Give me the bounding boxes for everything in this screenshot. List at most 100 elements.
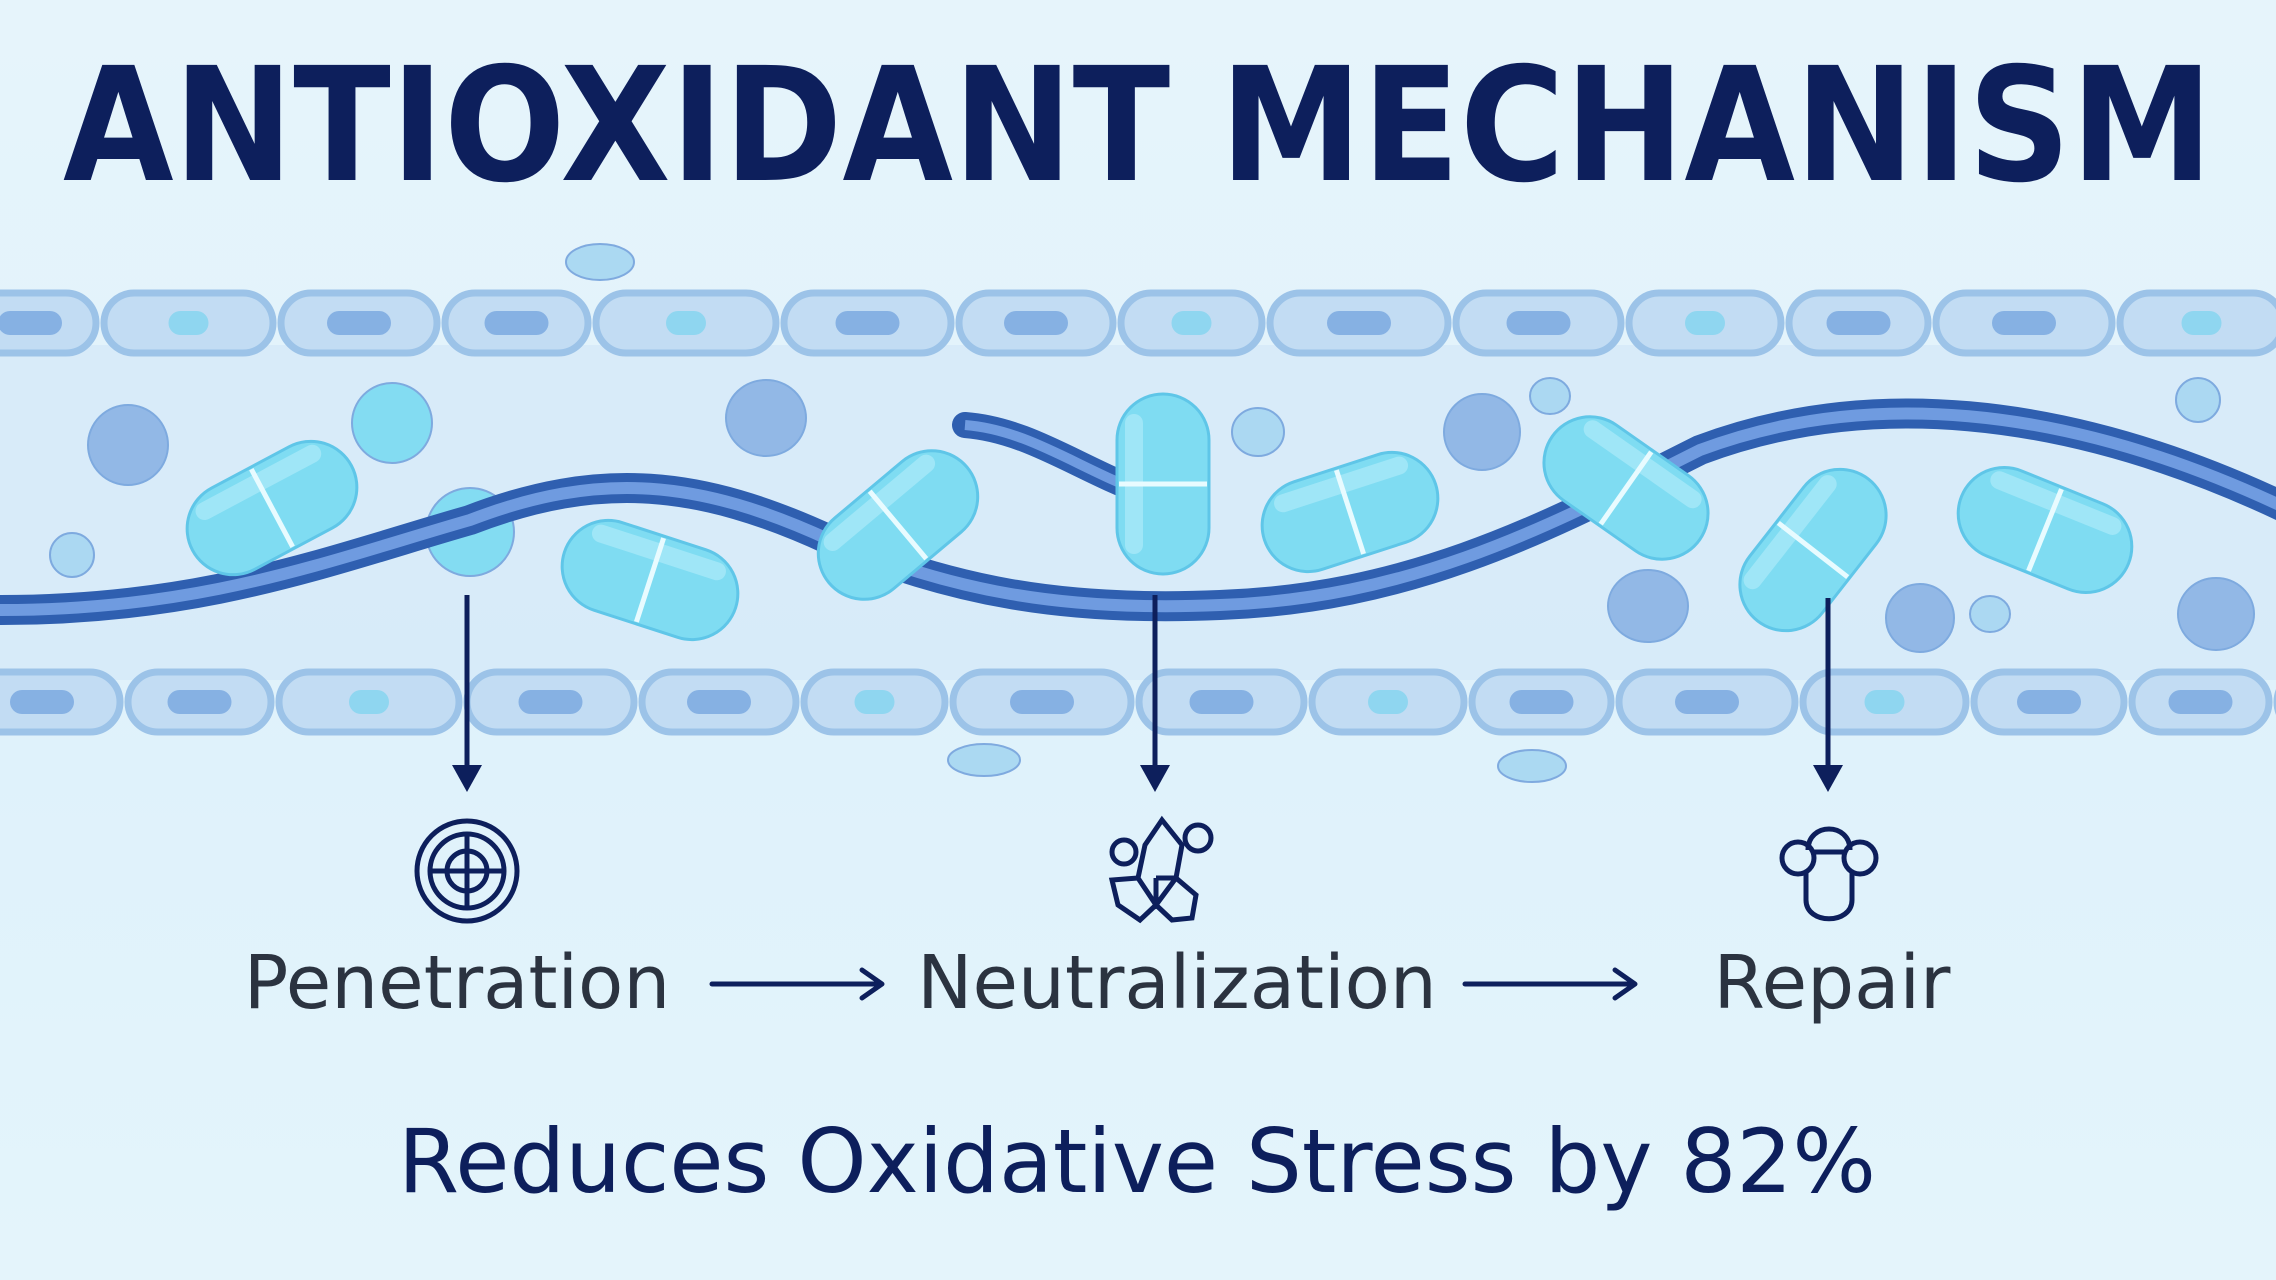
cell-nucleus [484,311,549,335]
cell [780,289,955,357]
cell-nucleus [327,311,391,335]
cell [1932,289,2116,357]
cell-nucleus [1171,311,1212,335]
cell-nucleus [1010,690,1074,714]
particle [351,382,433,464]
capsule [1260,450,1440,574]
cell [1625,289,1785,357]
cell [0,668,124,736]
molecule-icon [1108,815,1214,924]
cell [1308,668,1468,736]
cell-nucleus [2181,311,2222,335]
vessel [0,243,2276,783]
cell [1468,668,1615,736]
particle [565,243,635,281]
step-label-repair: Repair [1714,940,1951,1026]
cell [1615,668,1799,736]
cell-nucleus [1004,311,1068,335]
cell-nucleus [666,311,706,335]
cell [2116,289,2276,357]
cell-nucleus [2017,690,2081,714]
particle [1969,595,2011,633]
cell [277,289,441,357]
cell-nucleus [2168,690,2233,714]
antioxidant-capsules [185,392,2134,642]
particle [2175,377,2221,423]
cell-nucleus [0,311,62,335]
particle [49,532,95,578]
cell [2128,668,2273,736]
cell [275,668,463,736]
cell [949,668,1135,736]
arrow-down-icon [1813,598,1843,792]
cell-nucleus [1826,311,1891,335]
arrow-down-icon [452,595,482,792]
cell-row-top [0,289,2276,357]
cell-nucleus [1864,690,1905,714]
capsule [185,439,359,577]
cell-row-bottom [0,668,2276,736]
particle [87,404,169,486]
cell-repair-icon [1779,826,1879,922]
step-label-penetration: Penetration [244,940,670,1026]
cell-nucleus [168,311,209,335]
cell [124,668,275,736]
cell-nucleus [1685,311,1725,335]
particle [1885,583,1955,653]
arrow-down-icon [1140,595,1170,792]
particle [725,379,807,457]
tagline: Reduces Oxidative Stress by 82% [398,1110,1876,1213]
capsule [1956,466,2134,594]
particle [1231,407,1285,457]
cell [441,289,592,357]
cell [1135,668,1308,736]
cell-nucleus [167,690,232,714]
down-arrows [452,595,1843,792]
particle [1529,377,1571,415]
particle [1443,393,1521,471]
cell-nucleus [1509,690,1574,714]
cell [955,289,1117,357]
capsule [1115,392,1211,576]
step-label-neutralization: Neutralization [917,940,1437,1026]
cell [463,668,638,736]
arrow-right-icon [1462,967,1638,1001]
capsule [816,449,980,601]
particle [2177,577,2255,651]
capsule [1542,415,1710,561]
page-title: ANTIOXIDANT MECHANISM [63,34,2213,218]
cell [1970,668,2128,736]
cell [592,289,780,357]
cell-nucleus [835,311,900,335]
cell-nucleus [1368,690,1408,714]
capsule [1738,467,1888,633]
cell [800,668,949,736]
cell [1266,289,1452,357]
cell-nucleus [1675,690,1739,714]
particle [1497,749,1567,783]
cell [1452,289,1625,357]
cell-nucleus [854,690,895,714]
cell-nucleus [687,690,751,714]
cell-nucleus [10,690,74,714]
cell [1799,668,1970,736]
cell [1117,289,1266,357]
target-icon [414,818,520,924]
particle [947,743,1021,777]
cell-nucleus [1506,311,1571,335]
cell [638,668,800,736]
cell-nucleus [1327,311,1391,335]
cell [0,289,100,357]
cell-nucleus [1992,311,2056,335]
cell [100,289,277,357]
floating-particles [49,243,2255,783]
flow-arrows [709,967,1638,1001]
capsule [560,518,740,642]
cell-nucleus [1189,690,1254,714]
arrow-right-icon [709,967,885,1001]
particle [1607,569,1689,643]
cell-nucleus [518,690,583,714]
cell [1785,289,1932,357]
cell-nucleus [349,690,389,714]
